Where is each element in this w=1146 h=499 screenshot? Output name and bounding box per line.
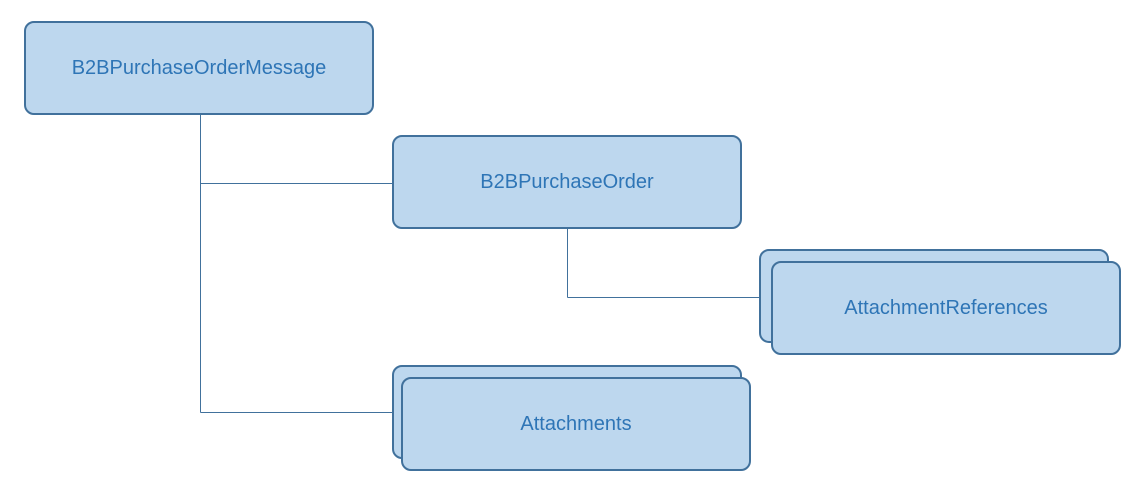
attachment-references-node-label: AttachmentReferences — [844, 296, 1048, 319]
root-node: B2BPurchaseOrderMessage — [24, 21, 374, 115]
purchase-order-node: B2BPurchaseOrder — [392, 135, 742, 229]
attachment-references-node: AttachmentReferences — [771, 261, 1121, 355]
purchase-order-node-label: B2BPurchaseOrder — [480, 170, 654, 193]
attachments-node: Attachments — [401, 377, 751, 471]
attachments-node-label: Attachments — [520, 412, 632, 435]
root-node-label: B2BPurchaseOrderMessage — [71, 56, 327, 79]
